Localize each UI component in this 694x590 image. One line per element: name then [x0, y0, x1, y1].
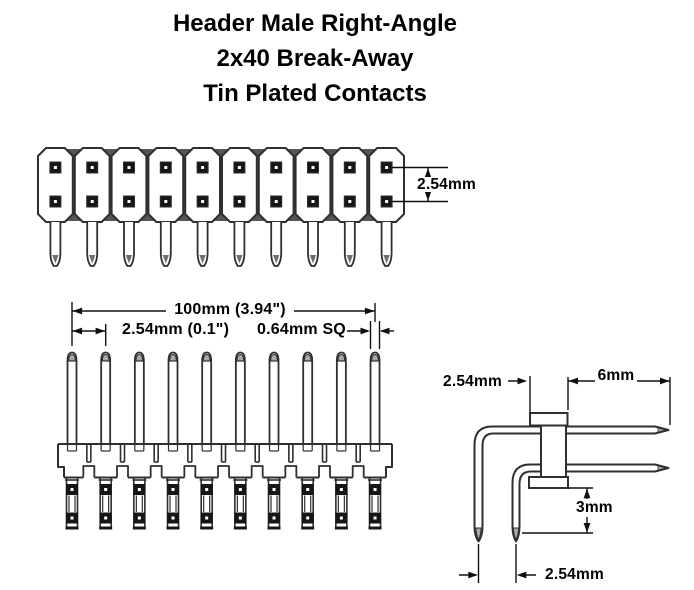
side-view-pin — [302, 351, 314, 444]
top-view-segment — [257, 147, 295, 267]
side-view-pin — [268, 351, 280, 444]
dim-label-ra-offset: 2.54mm — [442, 373, 503, 390]
top-view-segment — [368, 147, 405, 267]
side-view-pin — [100, 351, 112, 444]
top-view-segment — [110, 147, 148, 267]
side-view-contact-tails — [233, 477, 248, 530]
top-view-segment — [331, 147, 369, 267]
side-view-contact-tails — [166, 477, 181, 530]
dim-label-side-overall: 100mm (3.94") — [166, 302, 294, 318]
side-view-contact-tails — [368, 477, 383, 530]
top-view-segment — [221, 147, 258, 267]
top-view-segment — [147, 147, 185, 267]
side-view-contact-tails — [300, 477, 315, 530]
title-line-2: 2x40 Break-Away — [216, 45, 414, 72]
side-view-pin — [66, 351, 78, 444]
dim-top-row-pitch — [392, 166, 448, 203]
side-view-contact-tails — [334, 477, 349, 530]
top-view-segment — [73, 147, 111, 267]
dim-label-ra-tail: 3mm — [575, 499, 614, 516]
dim-label-ra-row-pitch: 2.54mm — [544, 566, 605, 583]
side-view-contact-tails — [199, 477, 214, 530]
side-view-pin — [234, 351, 246, 444]
side-view-contact-tails — [98, 477, 113, 530]
side-view-housing-strip — [57, 443, 393, 479]
top-view-segment — [294, 147, 332, 267]
side-view-pin — [335, 351, 347, 444]
side-view-contact-tails — [267, 477, 282, 530]
top-view-segment — [184, 147, 221, 267]
dim-side-view — [71, 302, 394, 349]
title-line-3: Tin Plated Contacts — [203, 80, 427, 107]
dim-label-ra-pin-length: 6mm — [595, 368, 637, 383]
dim-right-angle-view — [459, 376, 671, 583]
dim-label-side-pitch: 2.54mm (0.1") — [121, 321, 231, 338]
side-view-contact-tails — [132, 477, 147, 530]
right-angle-view — [473, 412, 670, 543]
side-view-pin — [167, 351, 179, 444]
side-view-contact-tails — [65, 477, 79, 530]
title-block: Header Male Right-Angle 2x40 Break-Away … — [0, 6, 630, 111]
side-view-pin — [369, 351, 381, 444]
side-view-pin — [201, 351, 213, 444]
side-view-pin — [133, 351, 145, 444]
dim-label-top-row-pitch: 2.54mm — [416, 176, 477, 193]
dim-label-side-pin-square: 0.64mm SQ — [256, 321, 347, 338]
top-view-segment — [37, 147, 74, 267]
title-line-1: Header Male Right-Angle — [172, 10, 458, 37]
